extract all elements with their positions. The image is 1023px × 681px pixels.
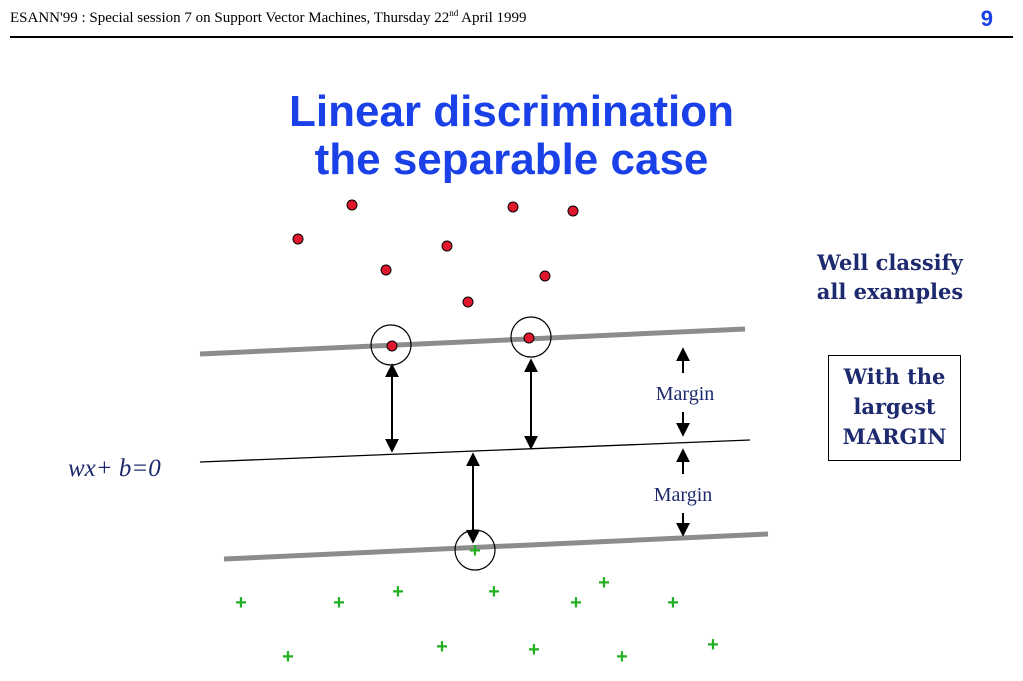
data-point-positive: + [616,646,628,668]
data-point-negative [346,199,358,211]
header-text-main: ESANN'99 : Special session 7 on Support … [10,10,450,26]
margin-label-upper: Margin [656,383,715,405]
data-point-positive: + [667,592,679,614]
header-text: ESANN'99 : Special session 7 on Support … [10,8,527,27]
data-point-negative [292,233,304,245]
support-vector-ring [510,316,552,358]
data-point-positive: + [528,639,540,661]
data-point-negative [462,296,474,308]
margin-label-lower: Margin [654,484,713,506]
data-point-positive: + [392,581,404,603]
slide-title: Linear discrimination the separable case [0,88,1023,184]
header-text-end: April 1999 [458,10,527,26]
support-vector-negative [523,332,535,344]
support-vector-positive: + [469,540,481,562]
support-vector-negative [386,340,398,352]
boxed-note-line-1: With the [843,364,946,389]
data-point-positive: + [488,581,500,603]
page-number: 9 [980,6,993,31]
data-point-negative [441,240,453,252]
header-superscript: nd [449,8,459,18]
negative-class-points [292,199,579,352]
decision-boundary-line [199,439,751,463]
data-point-positive: + [282,646,294,668]
boxed-note: With the largest MARGIN [828,355,961,461]
support-vector-rings [370,316,552,571]
lower-margin-line [223,531,769,562]
title-line-2: the separable case [314,135,709,184]
data-point-positive: + [436,636,448,658]
side-note-line-2: all examples [816,279,964,304]
data-point-negative [507,201,519,213]
upper-margin-line [199,326,746,357]
data-point-positive: + [570,592,582,614]
title-line-1: Linear discrimination [289,87,734,136]
boxed-note-line-3: MARGIN [842,424,947,449]
data-point-positive: + [598,572,610,594]
data-point-positive: + [333,592,345,614]
data-point-negative [567,205,579,217]
side-note: Well classify all examples [790,248,990,306]
hyperplane-equation: wx+ b=0 [68,455,161,482]
header-divider [10,36,1013,38]
data-point-positive: + [235,592,247,614]
data-point-positive: + [707,634,719,656]
data-point-negative [380,264,392,276]
distance-arrows [385,358,538,544]
boxed-note-line-2: largest [853,394,936,419]
data-point-negative [539,270,551,282]
positive-class-points: + + + + + + + + + + + + + [235,540,719,668]
side-note-line-1: Well classify [817,250,963,275]
